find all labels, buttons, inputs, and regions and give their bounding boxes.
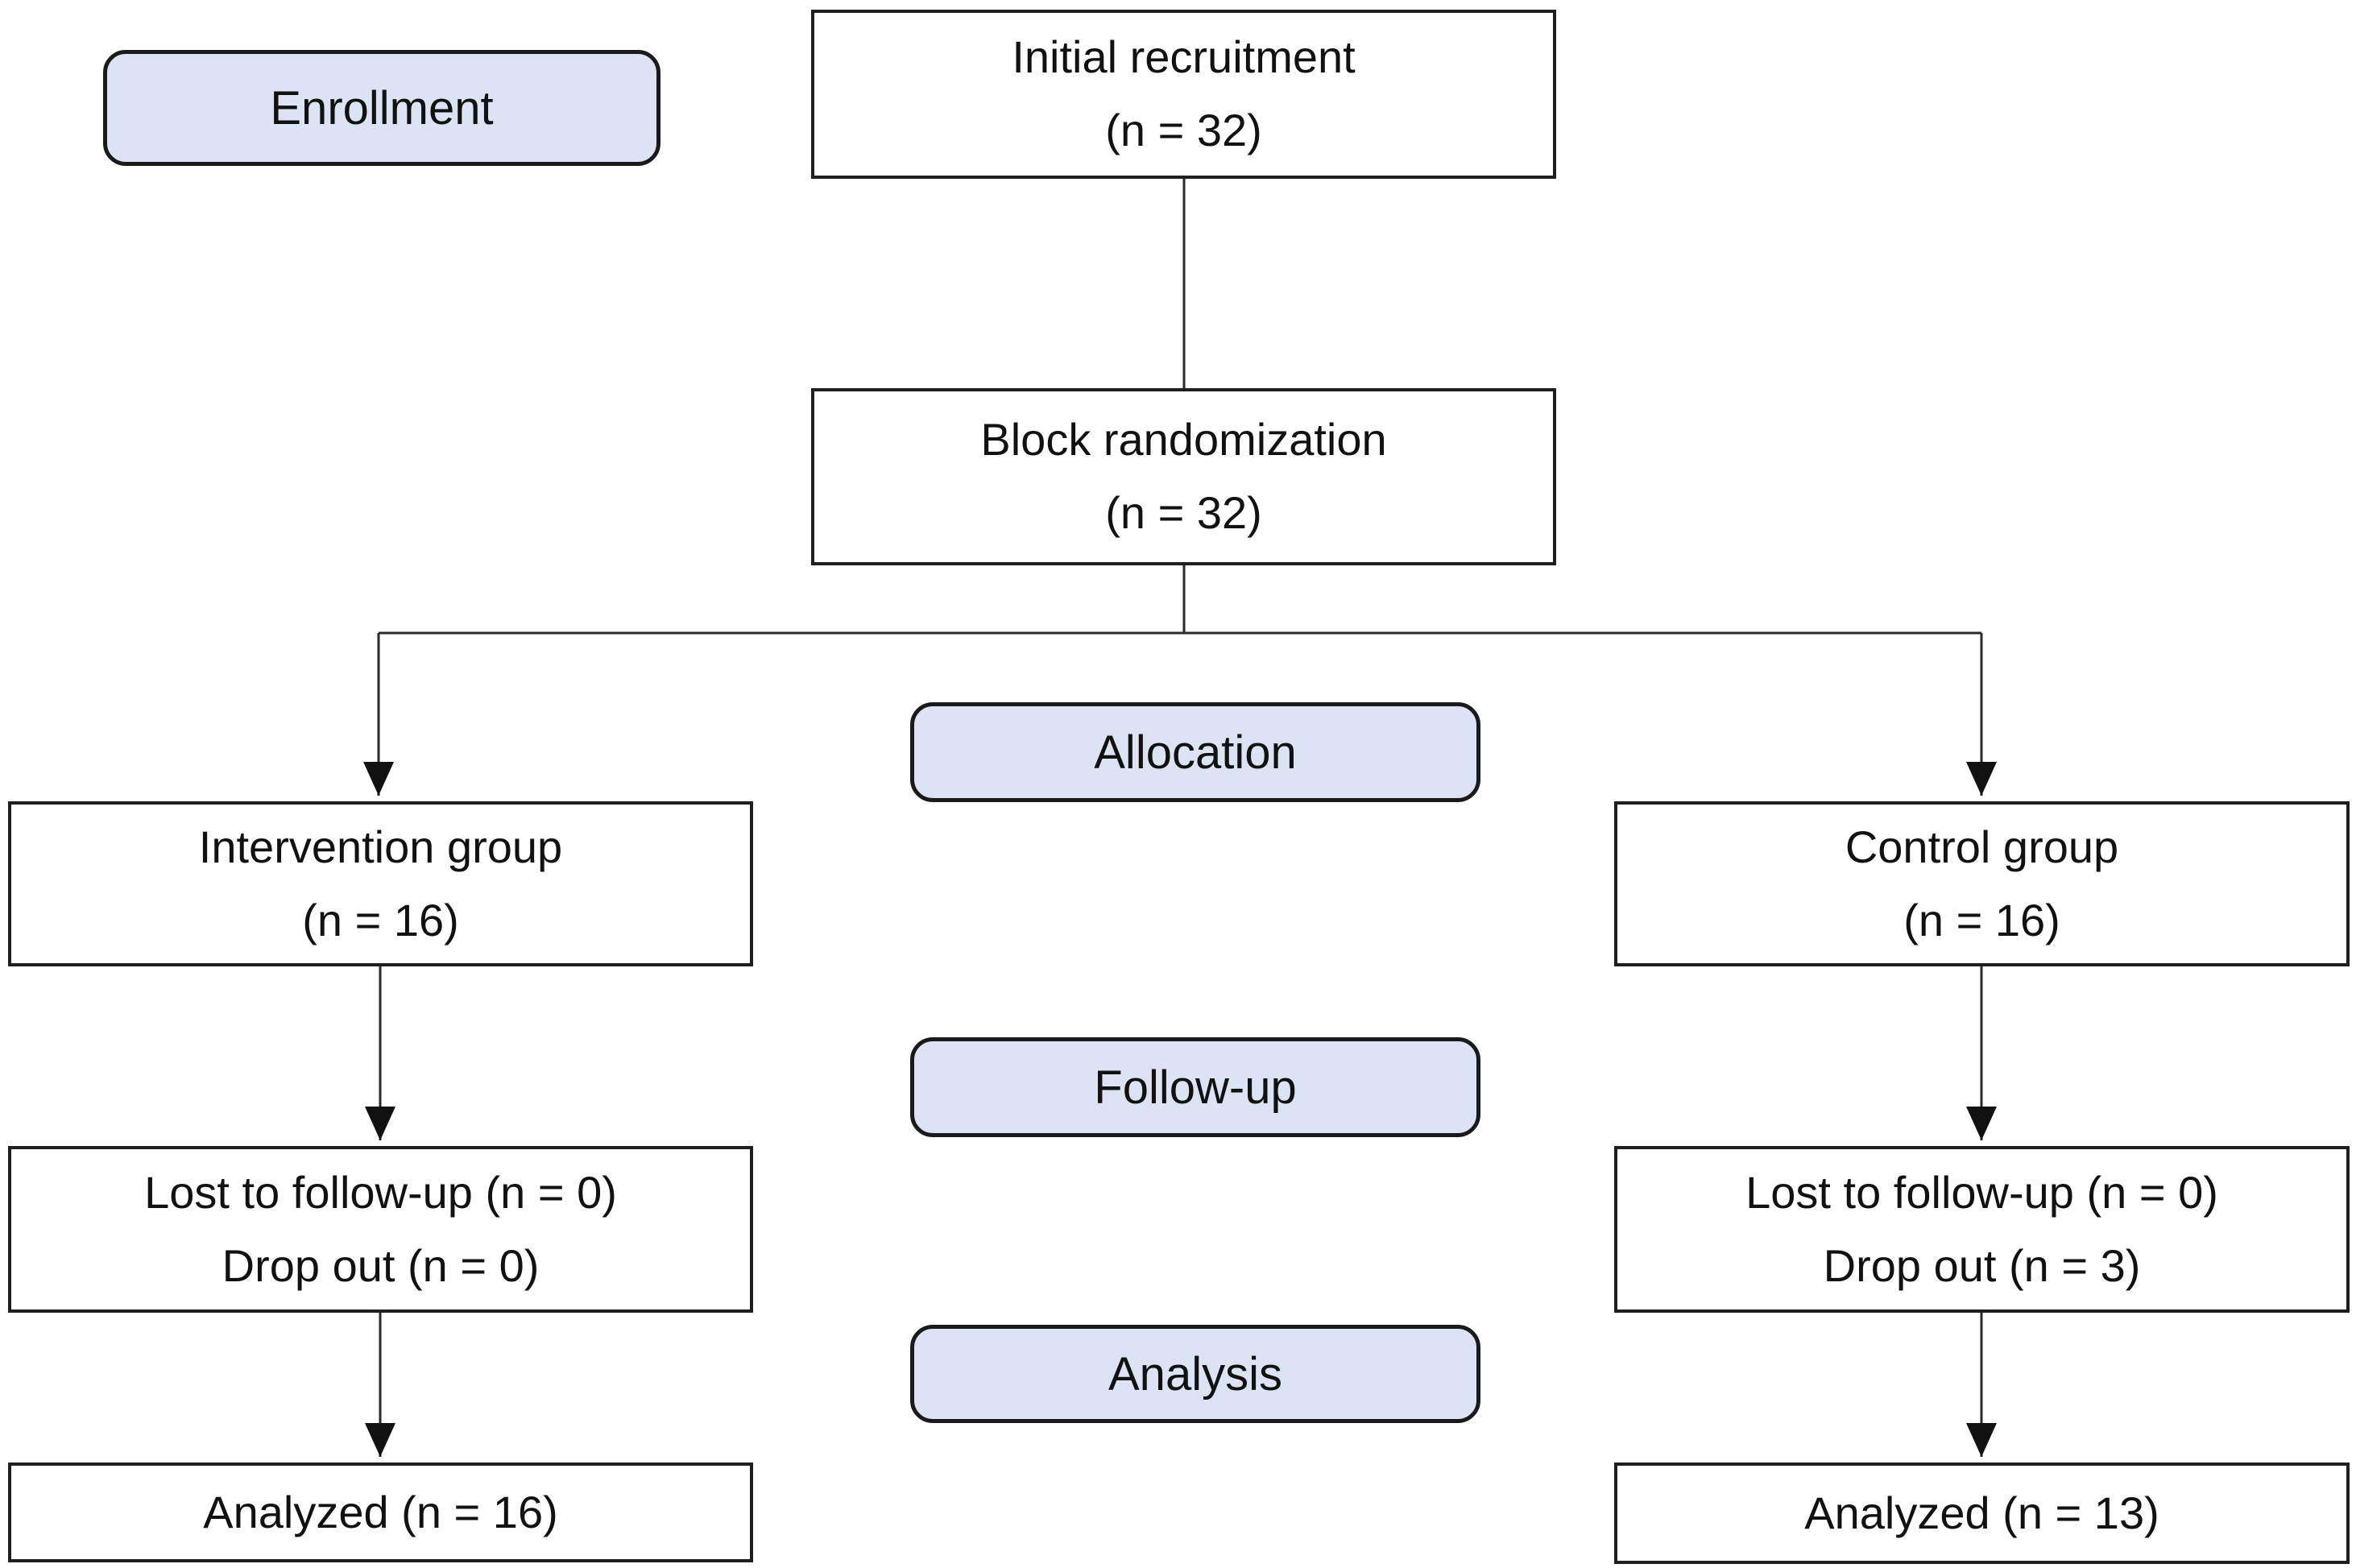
node-line1: Analyzed (n = 16)	[203, 1486, 558, 1537]
node-count: (n = 32)	[1105, 105, 1262, 155]
node-line1: Analyzed (n = 13)	[1804, 1487, 2159, 1538]
node-control-analyzed: Analyzed (n = 13)	[1614, 1463, 2350, 1564]
node-title: Block randomization	[980, 414, 1387, 465]
node-intervention-group: Intervention group (n = 16)	[8, 801, 753, 966]
node-count: (n = 16)	[1903, 894, 2060, 945]
stage-label-followup: Follow-up	[910, 1037, 1480, 1137]
node-control-followup: Lost to follow-up (n = 0) Drop out (n = …	[1614, 1146, 2350, 1313]
node-count: (n = 16)	[302, 894, 459, 945]
stage-label-text: Follow-up	[1094, 1061, 1297, 1114]
stage-label-analysis: Analysis	[910, 1325, 1480, 1423]
node-initial-recruitment: Initial recruitment (n = 32)	[811, 10, 1556, 179]
node-title: Initial recruitment	[1012, 31, 1356, 83]
node-intervention-followup: Lost to follow-up (n = 0) Drop out (n = …	[8, 1146, 753, 1313]
node-count: (n = 32)	[1105, 487, 1262, 538]
stage-label-text: Analysis	[1108, 1347, 1282, 1400]
stage-label-text: Allocation	[1094, 726, 1297, 779]
node-intervention-analyzed: Analyzed (n = 16)	[8, 1463, 753, 1562]
node-block-randomization: Block randomization (n = 32)	[811, 388, 1556, 565]
node-line1: Lost to follow-up (n = 0)	[1745, 1166, 2218, 1218]
stage-label-text: Enrollment	[270, 81, 494, 134]
stage-label-allocation: Allocation	[910, 702, 1480, 802]
stage-label-enrollment: Enrollment	[103, 50, 660, 166]
node-title: Intervention group	[198, 821, 563, 872]
node-line1: Lost to follow-up (n = 0)	[144, 1166, 617, 1218]
node-line2: Drop out (n = 0)	[222, 1239, 540, 1291]
node-control-group: Control group (n = 16)	[1614, 801, 2350, 966]
node-line2: Drop out (n = 3)	[1823, 1239, 2141, 1291]
node-title: Control group	[1845, 821, 2119, 872]
